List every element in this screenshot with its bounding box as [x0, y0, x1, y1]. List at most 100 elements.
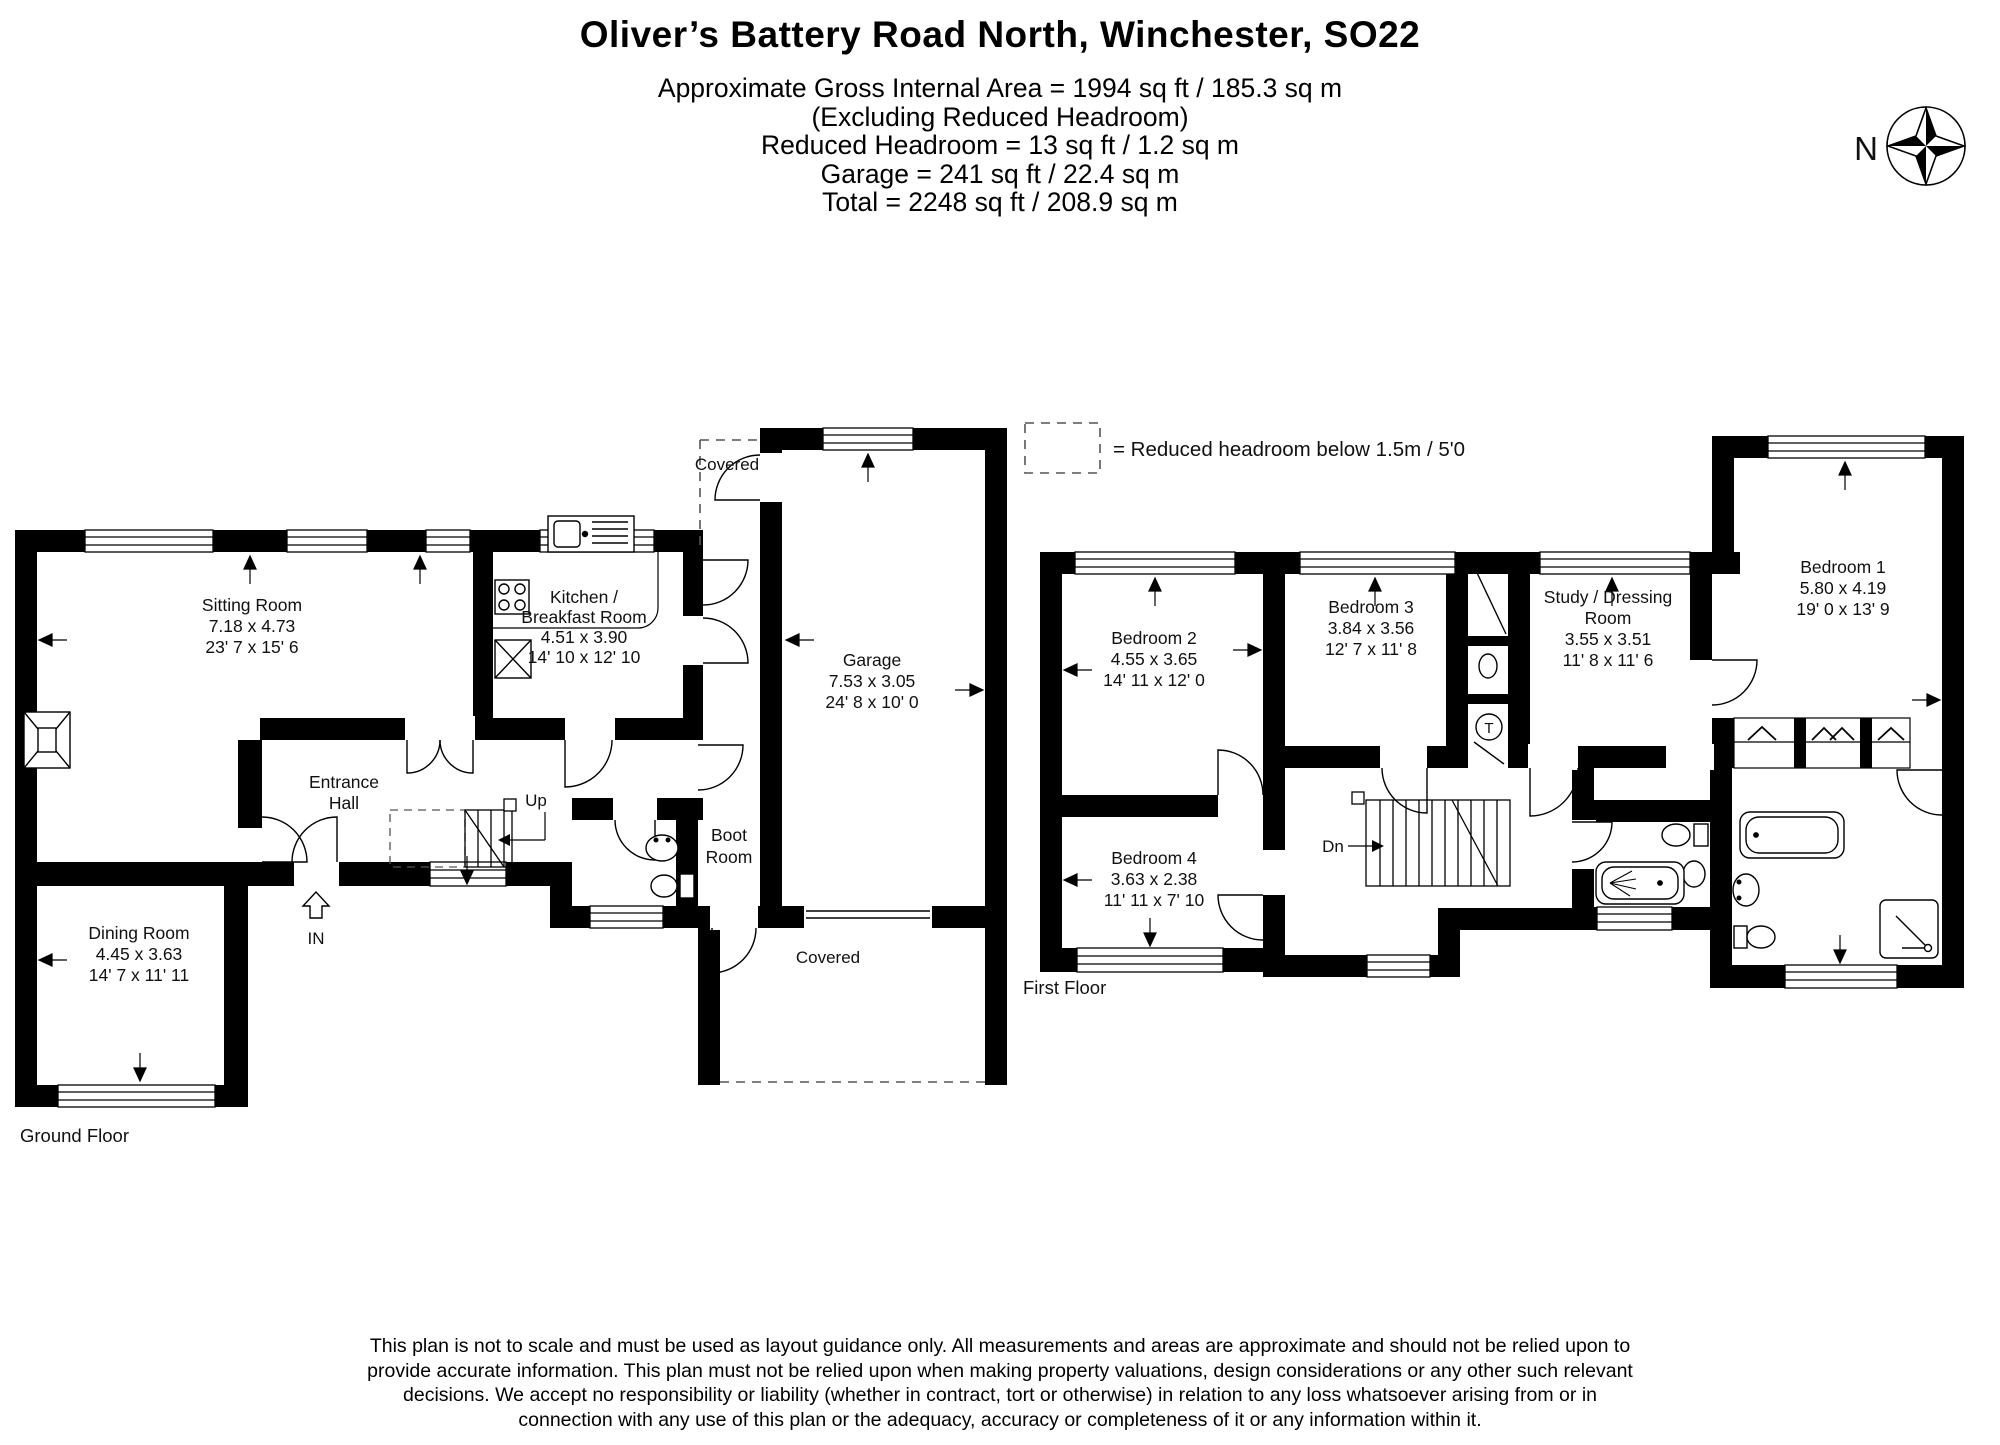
study-imperial: 11' 8 x 11' 6 — [1563, 650, 1654, 670]
garage-label: Garage — [843, 650, 901, 670]
entry-in-label: IN — [308, 929, 325, 948]
door-arc — [702, 559, 749, 606]
door-swings — [261, 454, 761, 974]
bathroom-bath-icon — [1595, 861, 1685, 905]
door-arc — [1571, 821, 1613, 863]
door-arc — [1217, 749, 1264, 796]
window — [1366, 954, 1431, 978]
dining-room-label: Dining Room — [88, 923, 189, 943]
header-area-line: Approximate Gross Internal Area = 1994 s… — [657, 73, 1343, 103]
study-label-2: Room — [1585, 608, 1632, 628]
ground-floor-plan: Sitting Room 7.18 x 4.73 23' 7 x 15' 6 K… — [15, 427, 1007, 1146]
hanging-rail-icon — [1747, 725, 1777, 741]
airing-cupboard-tank — [1475, 713, 1503, 741]
legend-dashed-box — [1024, 422, 1101, 474]
door-arc — [564, 739, 613, 788]
door-arc — [1217, 894, 1264, 941]
sitting-room-metric: 7.18 x 4.73 — [209, 616, 296, 636]
legend-label: = Reduced headroom below 1.5m / 5'0 — [1113, 438, 1465, 461]
door-arc — [702, 617, 749, 664]
stairs-up-label: Up — [525, 791, 547, 810]
bedroom-1-metric: 5.80 x 4.19 — [1800, 578, 1887, 598]
wardrobes — [1733, 717, 1911, 769]
cupboard-door-line — [1469, 557, 1507, 765]
header-reduced-line: Reduced Headroom = 13 sq ft / 1.2 sq m — [761, 130, 1239, 160]
window — [1784, 964, 1898, 989]
stairs-down — [1348, 791, 1511, 887]
sitting-room-imperial: 23' 7 x 15' 6 — [205, 637, 298, 657]
door-arc — [439, 739, 474, 774]
window — [286, 529, 368, 553]
door-arc — [714, 454, 761, 501]
covered-rear-label: Covered — [796, 948, 860, 967]
bathroom-basin-icon — [1682, 860, 1706, 888]
wall-openings — [1218, 744, 1714, 895]
bedroom-4-imperial: 11' 11 x 7' 10 — [1104, 890, 1205, 910]
entry-arrow-icon — [301, 890, 331, 919]
legend-reduced-headroom: = Reduced headroom below 1.5m / 5'0 — [1024, 422, 1465, 474]
wall-openings — [236, 453, 932, 930]
first-floor-labels: Bedroom 2 4.55 x 3.65 14' 11 x 12' 0 Bed… — [1023, 557, 1890, 998]
fixtures — [1475, 653, 1939, 959]
door-arc — [1381, 767, 1428, 814]
bedroom-3-imperial: 12' 7 x 11' 8 — [1325, 639, 1417, 659]
windows — [57, 427, 914, 1108]
appliance-icon — [494, 639, 532, 679]
kitchen-label-2: Breakfast Room — [521, 607, 646, 627]
door-arc — [261, 816, 308, 863]
door-arc — [1896, 769, 1943, 816]
garage-imperial: 24' 8 x 10' 0 — [825, 692, 919, 712]
hanging-rail-icon — [1829, 726, 1855, 741]
header-garage-line: Garage = 241 sq ft / 22.4 sq m — [820, 158, 1180, 189]
fixtures — [23, 515, 695, 899]
boot-room-label: Boot — [711, 825, 747, 845]
bedroom-3-metric: 3.84 x 3.56 — [1328, 618, 1415, 638]
sitting-room-label: Sitting Room — [202, 595, 302, 615]
stairs-down-label: Dn — [1322, 837, 1344, 856]
bedroom-4-metric: 3.63 x 2.38 — [1111, 869, 1198, 889]
window — [425, 529, 471, 553]
disclaimer-line-4: connection with any use of this plan or … — [518, 1408, 1482, 1431]
door-swings — [1217, 557, 1943, 941]
reduced-headroom-area — [389, 809, 466, 868]
hanging-rail-icon — [1811, 726, 1837, 741]
hob-icon — [494, 579, 530, 615]
kitchen-label: Kitchen / — [550, 587, 618, 607]
garage-metric: 7.53 x 3.05 — [829, 671, 916, 691]
header: Oliver’s Battery Road North, Winchester,… — [0, 14, 2000, 217]
door-arc — [406, 739, 441, 774]
door-arc — [1711, 659, 1758, 706]
fireplace-icon — [23, 711, 71, 769]
entrance-hall-label: Entrance — [309, 772, 379, 792]
kitchen-metric: 4.51 x 3.90 — [541, 627, 628, 647]
bedroom-2-label: Bedroom 2 — [1111, 628, 1197, 648]
ensuite-bath-icon — [1739, 811, 1845, 859]
entrance-hall-label-2: Hall — [329, 793, 359, 813]
bedroom-3-label: Bedroom 3 — [1328, 597, 1414, 617]
kitchen-imperial: 14' 10 x 12' 10 — [528, 647, 641, 667]
window — [84, 529, 214, 553]
door-arc — [614, 819, 656, 861]
window — [822, 427, 914, 451]
ground-floor-labels: Sitting Room 7.18 x 4.73 23' 7 x 15' 6 K… — [20, 455, 919, 1146]
ensuite-basin-icon — [1732, 873, 1760, 907]
door-arc — [1529, 767, 1579, 817]
window — [1596, 906, 1673, 931]
first-floor-label: First Floor — [1023, 977, 1106, 998]
compass-icon — [1885, 105, 1967, 187]
shower-icon — [1879, 899, 1939, 959]
window — [1299, 551, 1456, 575]
ground-floor-label: Ground Floor — [20, 1125, 129, 1146]
window — [589, 905, 664, 929]
bathroom-toilet-icon — [1661, 823, 1709, 847]
disclaimer-line-1: This plan is not to scale and must be us… — [369, 1335, 1631, 1357]
door-arc — [291, 816, 338, 863]
bedroom-2-imperial: 14' 11 x 12' 0 — [1103, 670, 1205, 690]
bedroom-1-label: Bedroom 1 — [1800, 557, 1886, 577]
compass-north-label: N — [1854, 130, 1878, 167]
cupboard-basin-icon — [1478, 653, 1498, 679]
disclaimer: This plan is not to scale and must be us… — [200, 1334, 1800, 1432]
dining-room-imperial: 14' 7 x 11' 11 — [89, 965, 189, 985]
disclaimer-line-3: decisions. We accept no responsibility o… — [403, 1384, 1597, 1406]
